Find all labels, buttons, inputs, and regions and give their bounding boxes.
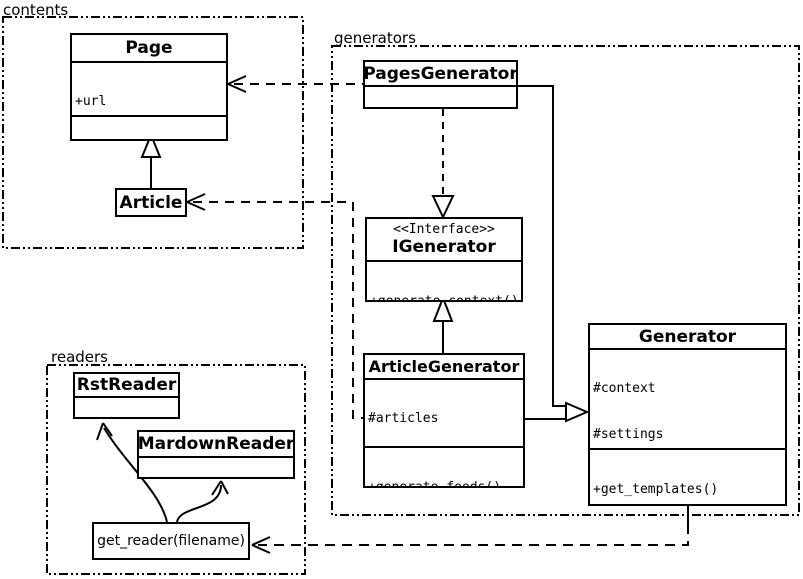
class-igenerator: <<Interface>> IGenerator +generate_conte… bbox=[365, 217, 523, 302]
attribute-row: +url bbox=[75, 94, 107, 109]
realization-pagesgenerator-to-igenerator-arrow-icon bbox=[431, 109, 455, 220]
class-pagesgenerator-title: PagesGenerator bbox=[363, 63, 518, 84]
get-reader-label: get_reader(filename) bbox=[97, 533, 245, 549]
method-row: +generate_feeds() bbox=[368, 479, 520, 486]
method-row: +get_templates() bbox=[593, 482, 719, 497]
class-generator-title: Generator bbox=[638, 326, 737, 347]
package-label-contents: contents bbox=[3, 1, 69, 19]
class-rstreader-title: RstReader bbox=[76, 375, 177, 395]
class-generator-attributes: #context #settings #path #theme #output_… bbox=[590, 348, 785, 448]
class-articlegenerator-attributes: #articles #dates #tags #categories bbox=[365, 378, 523, 446]
class-pagesgenerator-attributes: #pages bbox=[365, 85, 516, 107]
class-mardownreader-title: MardownReader bbox=[137, 434, 295, 454]
class-page-attributes: +url +slug +summary bbox=[72, 61, 226, 115]
class-generator-methods: +get_templates() +get_files(path,exclude… bbox=[590, 448, 785, 504]
inheritance-generators-to-generator-arrow-icon bbox=[518, 85, 590, 423]
dependency-pagesgenerator-to-page-arrow-icon bbox=[227, 75, 363, 93]
class-articlegenerator: ArticleGenerator #articles #dates #tags … bbox=[363, 353, 525, 488]
class-pagesgenerator: PagesGenerator #pages bbox=[363, 60, 518, 109]
class-articlegenerator-methods: +generate_feeds() +generate_pages() bbox=[365, 446, 523, 486]
attribute-row: #context bbox=[593, 381, 656, 396]
inheritance-article-to-page-arrow-icon bbox=[140, 132, 162, 188]
class-page-title: Page bbox=[125, 38, 173, 58]
class-igenerator-methods: +generate_context() +generate_output() bbox=[367, 260, 521, 300]
inheritance-articlegenerator-to-igenerator-arrow-icon bbox=[432, 295, 454, 353]
method-row: +generate_context() bbox=[370, 293, 519, 300]
class-articlegenerator-title: ArticleGenerator bbox=[368, 357, 520, 376]
package-label-readers: readers bbox=[51, 348, 108, 366]
class-article: Article bbox=[115, 188, 187, 217]
class-page-methods: +check_properties() bbox=[72, 115, 226, 139]
package-contents-border bbox=[2, 16, 304, 249]
class-mardownreader-methods: +read() bbox=[139, 456, 293, 477]
dependency-articlegenerator-to-article-arrow-icon bbox=[186, 193, 363, 419]
attribute-row: #articles bbox=[368, 411, 439, 426]
package-readers-border bbox=[46, 364, 306, 575]
dependency-generator-to-getreader-arrow-icon bbox=[251, 502, 689, 554]
class-article-title: Article bbox=[119, 192, 183, 213]
class-generator: Generator #context #settings #path #them… bbox=[588, 323, 787, 506]
class-igenerator-title: <<Interface>> IGenerator bbox=[367, 219, 521, 260]
get-reader-box: get_reader(filename) bbox=[92, 522, 250, 560]
class-rstreader: RstReader +read() bbox=[73, 372, 180, 419]
package-generators-border bbox=[331, 45, 800, 516]
curve-getreader-to-mardownreader-arrow-icon bbox=[176, 480, 229, 523]
class-rstreader-methods: +read() bbox=[75, 396, 178, 417]
interface-stereotype: <<Interface>> bbox=[393, 222, 495, 237]
class-mardownreader: MardownReader +read() bbox=[137, 430, 295, 479]
attribute-row: #settings bbox=[593, 427, 664, 442]
class-igenerator-name: IGenerator bbox=[392, 237, 496, 257]
class-page: Page +url +slug +summary +check_properti… bbox=[70, 33, 228, 141]
package-label-generators: generators bbox=[334, 29, 416, 47]
